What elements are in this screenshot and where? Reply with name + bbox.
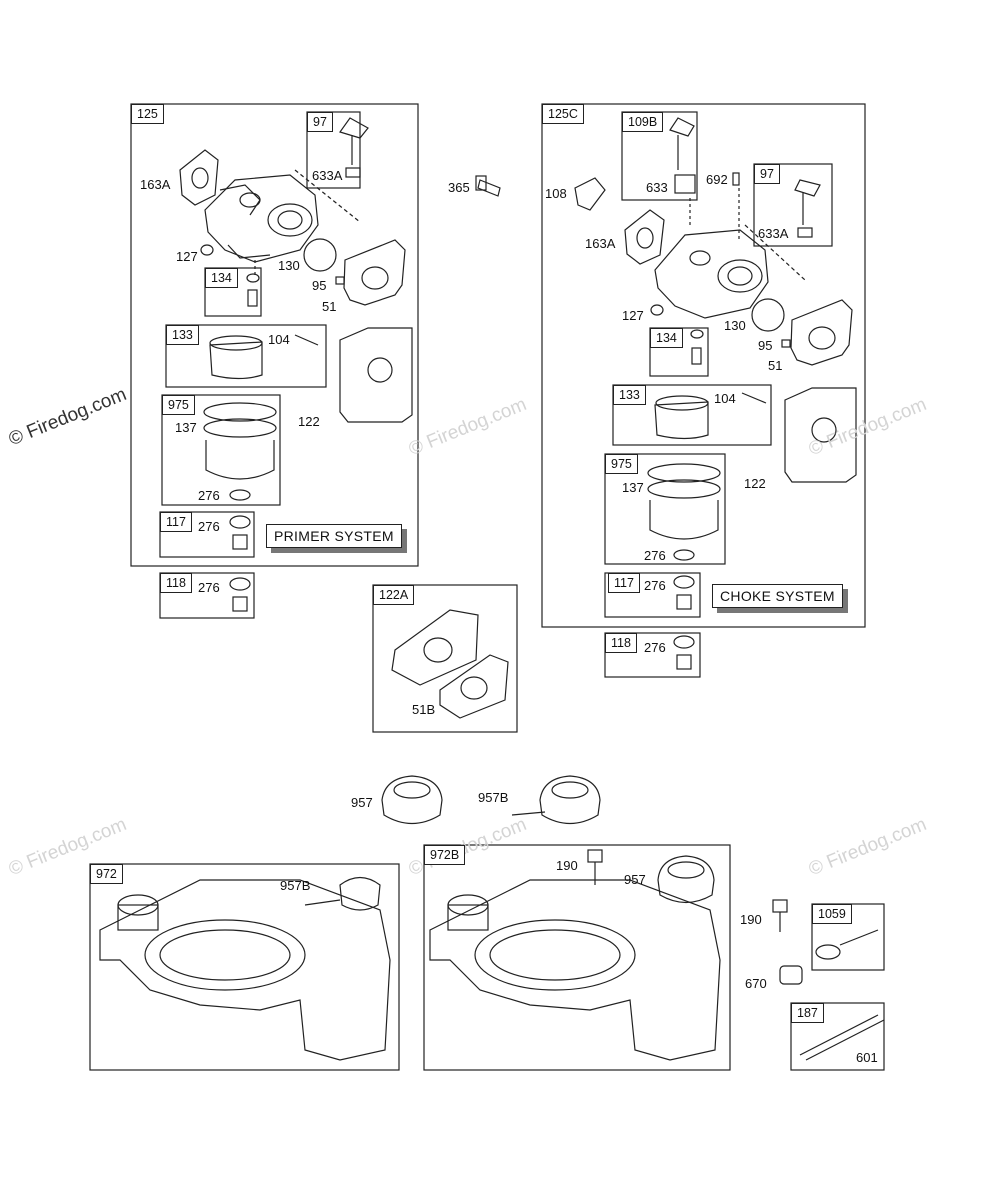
callout-122: 122 xyxy=(298,414,320,429)
fuel-tank-972B-drawing xyxy=(429,849,721,1061)
frame-117-choke xyxy=(604,572,701,618)
callout-137: 137 xyxy=(175,420,197,435)
box-label-133: 133 xyxy=(613,385,646,405)
callout-190: 190 xyxy=(556,858,578,873)
callout-633A: 633A xyxy=(312,168,343,183)
callout-137: 137 xyxy=(622,480,644,495)
box-label-117: 117 xyxy=(160,512,192,532)
callout-51: 51 xyxy=(322,299,337,314)
callout-122: 122 xyxy=(744,476,766,491)
frame-118-primer xyxy=(159,572,255,619)
frame-125C xyxy=(541,103,866,628)
callout-957B: 957B xyxy=(280,878,311,893)
callout-163A: 163A xyxy=(140,177,171,192)
box-label-118: 118 xyxy=(160,573,192,593)
box-label-97: 97 xyxy=(754,164,780,184)
box-label-109B: 109B xyxy=(622,112,664,132)
frame-97-choke xyxy=(753,163,833,247)
box-label-125C: 125C xyxy=(542,104,584,124)
fuel-tank-972-drawing xyxy=(99,876,391,1061)
callout-276: 276 xyxy=(198,580,220,595)
callout-108: 108 xyxy=(545,186,567,201)
box-label-125: 125 xyxy=(131,104,164,124)
frame-118-choke xyxy=(604,632,701,678)
callout-692: 692 xyxy=(706,172,728,187)
frame-97-primer xyxy=(306,111,361,189)
frame-972B xyxy=(423,844,731,1071)
box-label-975: 975 xyxy=(162,395,195,415)
box-label-134: 134 xyxy=(650,328,683,348)
choke-system-label: CHOKE SYSTEM xyxy=(712,584,843,608)
carburetor-primer-drawing xyxy=(204,169,361,275)
callout-633A: 633A xyxy=(758,226,789,241)
box-label-97: 97 xyxy=(307,112,333,132)
callout-957B: 957B xyxy=(478,790,509,805)
box-label-975: 975 xyxy=(605,454,638,474)
callout-601: 601 xyxy=(856,1050,878,1065)
carburetor-choke-drawing xyxy=(654,188,806,319)
frame-125 xyxy=(130,103,419,567)
callout-633: 633 xyxy=(646,180,668,195)
box-label-118: 118 xyxy=(605,633,637,653)
callout-51B: 51B xyxy=(412,702,436,717)
callout-276: 276 xyxy=(644,578,666,593)
primer-system-label: PRIMER SYSTEM xyxy=(266,524,402,548)
callout-95: 95 xyxy=(312,278,327,293)
callout-95: 95 xyxy=(758,338,773,353)
frame-975-primer xyxy=(161,394,281,506)
box-label-187: 187 xyxy=(791,1003,824,1023)
box-label-1059: 1059 xyxy=(812,904,852,924)
frame-133-choke xyxy=(612,384,772,446)
callout-276: 276 xyxy=(198,519,220,534)
callout-670: 670 xyxy=(745,976,767,991)
callout-127: 127 xyxy=(176,249,198,264)
box-label-122A: 122A xyxy=(373,585,415,605)
callout-163A: 163A xyxy=(585,236,616,251)
callout-130: 130 xyxy=(724,318,746,333)
box-label-133: 133 xyxy=(166,325,199,345)
callout-365: 365 xyxy=(448,180,470,195)
callout-104: 104 xyxy=(268,332,290,347)
frame-133-primer xyxy=(165,324,327,388)
callout-127: 127 xyxy=(622,308,644,323)
box-label-972B: 972B xyxy=(424,845,466,865)
callout-957: 957 xyxy=(624,872,646,887)
box-label-117: 117 xyxy=(608,573,640,593)
frame-117-primer xyxy=(159,511,255,558)
box-label-134: 134 xyxy=(205,268,238,288)
callout-190: 190 xyxy=(740,912,762,927)
callout-104: 104 xyxy=(714,391,736,406)
box-label-972: 972 xyxy=(90,864,123,884)
frame-122A xyxy=(372,584,518,733)
callout-957: 957 xyxy=(351,795,373,810)
frame-975-choke xyxy=(604,453,726,565)
frame-972 xyxy=(89,863,400,1071)
callout-51: 51 xyxy=(768,358,783,373)
callout-276: 276 xyxy=(198,488,220,503)
callout-276: 276 xyxy=(644,548,666,563)
frame-187 xyxy=(790,1002,885,1071)
callout-276: 276 xyxy=(644,640,666,655)
callout-130: 130 xyxy=(278,258,300,273)
